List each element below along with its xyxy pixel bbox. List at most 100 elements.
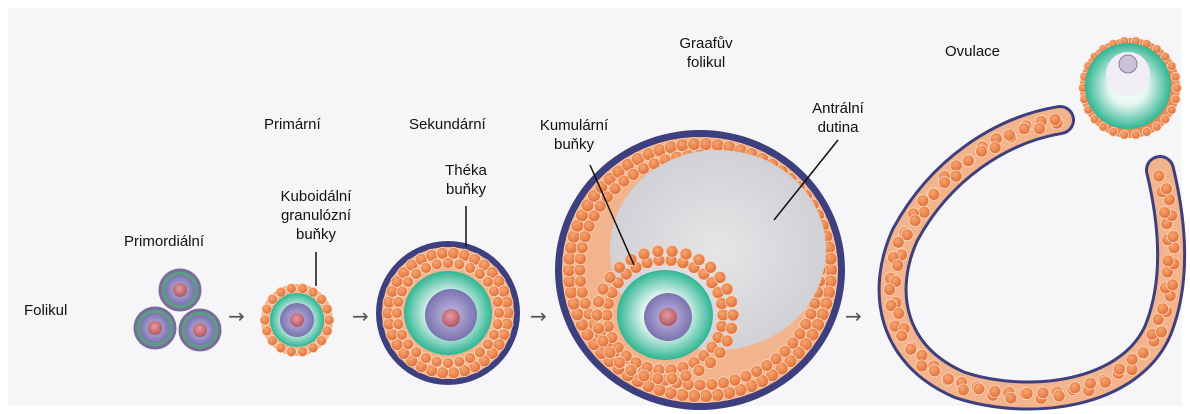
granulosa-cell	[286, 347, 296, 357]
granulosa-cell	[474, 347, 485, 358]
granulosa-cell	[1171, 72, 1180, 81]
arrow-right-icon: →	[352, 306, 369, 326]
granulosa-cell	[576, 286, 588, 298]
granulosa-cell	[705, 261, 717, 273]
granulosa-cell	[324, 315, 334, 325]
granulosa-cell	[950, 170, 962, 182]
granulosa-cell	[1167, 279, 1179, 291]
granulosa-cell	[939, 176, 951, 188]
granulosa-cell	[1099, 122, 1108, 131]
granulosa-cell	[492, 296, 503, 307]
granulosa-cell	[916, 349, 928, 361]
arrow-right-icon: →	[845, 306, 862, 326]
granulosa-cell	[420, 353, 431, 364]
granulosa-cell	[431, 259, 442, 270]
label-kuboidalni-line2: granulózní	[268, 206, 364, 225]
granulosa-cell	[721, 283, 733, 295]
granulosa-cell	[420, 263, 431, 274]
granulosa-cell	[638, 370, 650, 382]
granulosa-cell	[1053, 390, 1065, 402]
granulosa-cell	[576, 242, 588, 254]
granulosa-cell	[597, 335, 609, 347]
granulosa-cell	[262, 304, 272, 314]
granulosa-cell	[1161, 183, 1173, 195]
granulosa-cell	[1152, 122, 1161, 131]
label-theka-line1: Théka	[431, 161, 501, 180]
granulosa-cell	[286, 284, 296, 294]
label-antralni-line2: dutina	[798, 118, 878, 137]
granulosa-cell	[322, 304, 332, 314]
label-kumularni-line2: buňky	[528, 135, 620, 154]
granulosa-cell	[1099, 376, 1111, 388]
granulosa-cell	[591, 309, 603, 321]
primordial-follicle	[180, 310, 220, 350]
granulosa-cell	[892, 236, 904, 248]
granulosa-cell	[916, 360, 928, 372]
granulosa-cell	[494, 308, 505, 319]
label-theka-bunky: Théka buňky	[431, 161, 501, 199]
primary-follicle	[260, 284, 334, 357]
granulosa-cell	[1131, 130, 1140, 139]
granulosa-cell	[276, 287, 286, 297]
granulosa-cell	[962, 155, 974, 167]
granulosa-cell	[1109, 127, 1118, 136]
granulosa-cell	[928, 188, 940, 200]
released-oocyte	[1079, 37, 1182, 139]
granulosa-cell	[714, 271, 726, 283]
granulosa-cell	[1069, 382, 1081, 394]
granulosa-cell	[488, 286, 499, 297]
granulosa-cell	[443, 258, 454, 269]
granulosa-cell	[574, 264, 586, 276]
granulosa-cell	[652, 245, 664, 257]
granulosa-cell	[604, 271, 616, 283]
granulosa-cell	[443, 358, 454, 369]
granulosa-cell	[411, 268, 422, 279]
granulosa-cell	[1173, 84, 1182, 93]
granulosa-cell	[308, 343, 318, 353]
label-ovulace: Ovulace	[945, 42, 1000, 61]
granulosa-cell	[1018, 123, 1030, 135]
granulosa-cell	[1021, 388, 1033, 400]
granulosa-cell	[717, 377, 729, 389]
granulosa-cell	[393, 319, 404, 330]
granulosa-cell	[957, 384, 969, 396]
granulosa-cell	[579, 297, 591, 309]
granulosa-cell	[454, 259, 465, 270]
granulosa-cell	[1034, 123, 1046, 135]
label-kuboidalni-granulozni-bunky: Kuboidální granulózní buňky	[268, 187, 364, 244]
granulosa-cell	[322, 326, 332, 336]
label-graafuv-line2: folikul	[664, 53, 748, 72]
granulosa-cell	[917, 195, 929, 207]
label-antralni-line1: Antrální	[798, 99, 878, 118]
granulosa-cell	[392, 308, 403, 319]
granulosa-cell	[909, 215, 921, 227]
label-antralni-dutina: Antrální dutina	[798, 99, 878, 137]
granulosa-cell	[1159, 207, 1171, 219]
granulosa-cell	[262, 326, 272, 336]
label-graafuv-folikul: Graafův folikul	[664, 34, 748, 72]
granulosa-cell	[638, 248, 650, 260]
granulosa-cell	[575, 275, 587, 287]
granulosa-cell	[276, 343, 286, 353]
granulosa-cell	[1153, 170, 1165, 182]
primordial-follicle	[160, 270, 200, 310]
granulosa-cell	[706, 378, 718, 390]
granulosa-cell	[893, 307, 905, 319]
granulosa-cell	[1161, 115, 1170, 124]
label-sekundarni: Sekundární	[409, 115, 486, 134]
granulosa-cell	[1049, 114, 1061, 126]
granulosa-cell	[693, 254, 705, 266]
arrow-right-icon: →	[228, 306, 245, 326]
granulosa-cell	[1126, 353, 1138, 365]
granulosa-cell	[1120, 130, 1129, 139]
granulosa-cell	[397, 286, 408, 297]
granulosa-cell	[705, 357, 717, 369]
granulosa-cell	[317, 294, 327, 304]
granulosa-cell	[942, 373, 954, 385]
granulosa-cell	[928, 365, 940, 377]
granulosa-cell	[393, 296, 404, 307]
granulosa-cell	[488, 329, 499, 340]
granulosa-cell	[740, 370, 752, 382]
granulosa-cell	[824, 252, 837, 265]
